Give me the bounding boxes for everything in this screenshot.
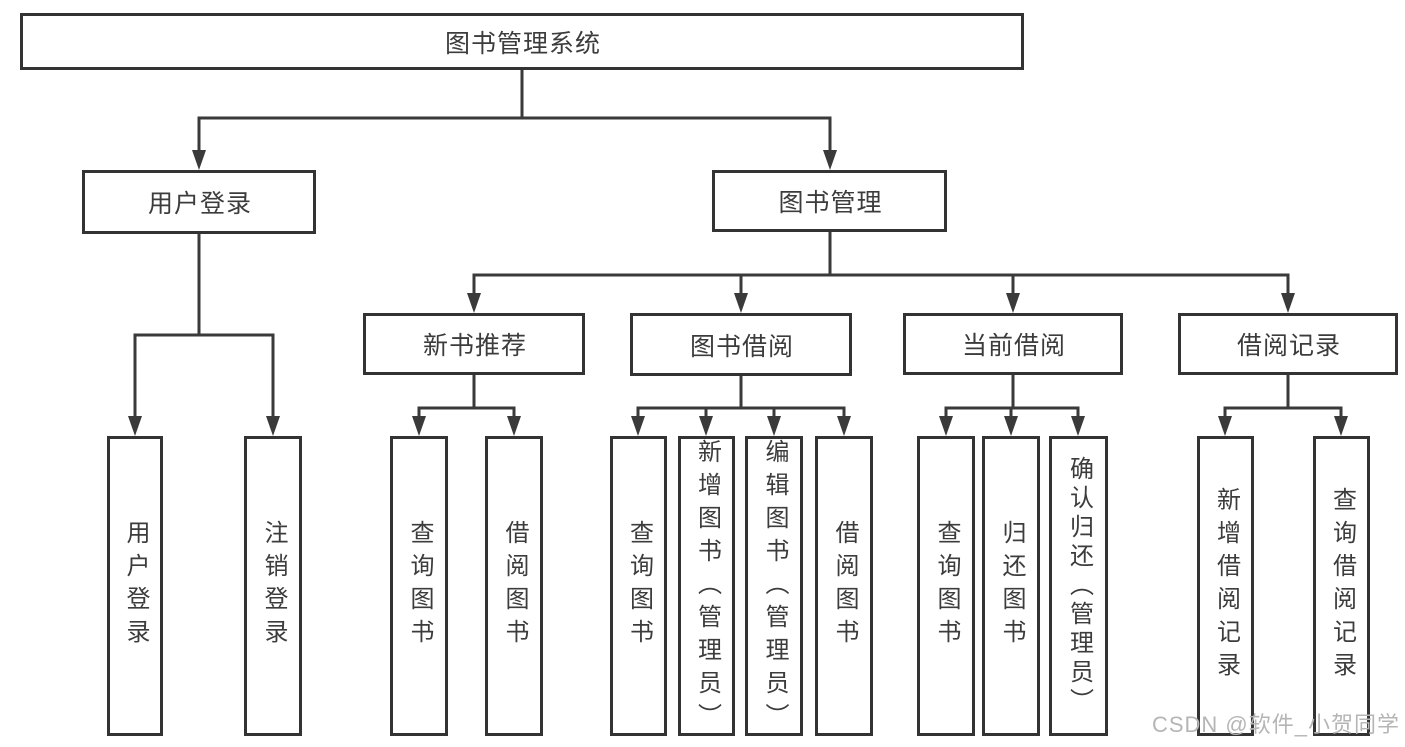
leaf-borrow-books-2-label: 借阅图书 — [831, 520, 858, 652]
leaf-query-books-3: 查询图书 — [917, 436, 975, 736]
leaf-confirm-return-admin: 确认归还（管理员） — [1049, 436, 1108, 736]
leaf-logout-label: 注销登录 — [260, 520, 287, 652]
node-current-borrow: 当前借阅 — [903, 313, 1123, 375]
leaf-borrow-books-1: 借阅图书 — [485, 436, 543, 736]
node-user-login: 用户登录 — [82, 170, 316, 234]
leaf-query-borrow-record-label: 查询借阅记录 — [1328, 487, 1356, 685]
leaf-user-login: 用户登录 — [107, 436, 163, 736]
leaf-add-book-admin-label: 新增图书（管理员） — [693, 439, 721, 736]
leaf-query-books-2-label: 查询图书 — [625, 520, 653, 652]
leaf-add-book-admin: 新增图书（管理员） — [678, 436, 735, 736]
leaf-borrow-books-2: 借阅图书 — [815, 436, 873, 736]
leaf-logout: 注销登录 — [244, 436, 302, 736]
leaf-query-books-2: 查询图书 — [610, 436, 667, 736]
leaf-query-books-1: 查询图书 — [390, 436, 448, 736]
leaf-return-books-label: 归还图书 — [998, 520, 1025, 652]
leaf-user-login-label: 用户登录 — [122, 520, 149, 652]
node-book-management: 图书管理 — [712, 170, 947, 232]
node-new-book-recommend: 新书推荐 — [363, 313, 585, 375]
node-book-borrow: 图书借阅 — [630, 313, 852, 376]
node-borrow-records-label: 借阅记录 — [1236, 332, 1341, 360]
node-library-system: 图书管理系统 — [20, 13, 1024, 70]
leaf-add-borrow-record: 新增借阅记录 — [1197, 436, 1254, 736]
node-library-system-label: 图书管理系统 — [444, 29, 601, 58]
node-book-management-label: 图书管理 — [778, 189, 883, 217]
node-user-login-label: 用户登录 — [147, 190, 252, 218]
leaf-return-books: 归还图书 — [982, 436, 1040, 736]
leaf-query-books-1-label: 查询图书 — [406, 520, 433, 652]
leaf-confirm-return-admin-label: 确认归还（管理员） — [1065, 455, 1093, 717]
leaf-query-borrow-record: 查询借阅记录 — [1313, 436, 1370, 736]
node-borrow-records: 借阅记录 — [1178, 313, 1398, 375]
leaf-borrow-books-1-label: 借阅图书 — [501, 520, 528, 652]
node-book-borrow-label: 图书借阅 — [689, 332, 794, 361]
watermark: CSDN @软件_小贺同学 — [1151, 712, 1400, 737]
node-current-borrow-label: 当前借阅 — [961, 332, 1066, 360]
leaf-query-books-3-label: 查询图书 — [933, 520, 960, 652]
leaf-edit-book-admin: 编辑图书（管理员） — [745, 436, 803, 736]
leaf-edit-book-admin-label: 编辑图书（管理员） — [761, 439, 788, 736]
leaf-add-borrow-record-label: 新增借阅记录 — [1212, 487, 1240, 685]
node-new-book-recommend-label: 新书推荐 — [422, 332, 527, 360]
